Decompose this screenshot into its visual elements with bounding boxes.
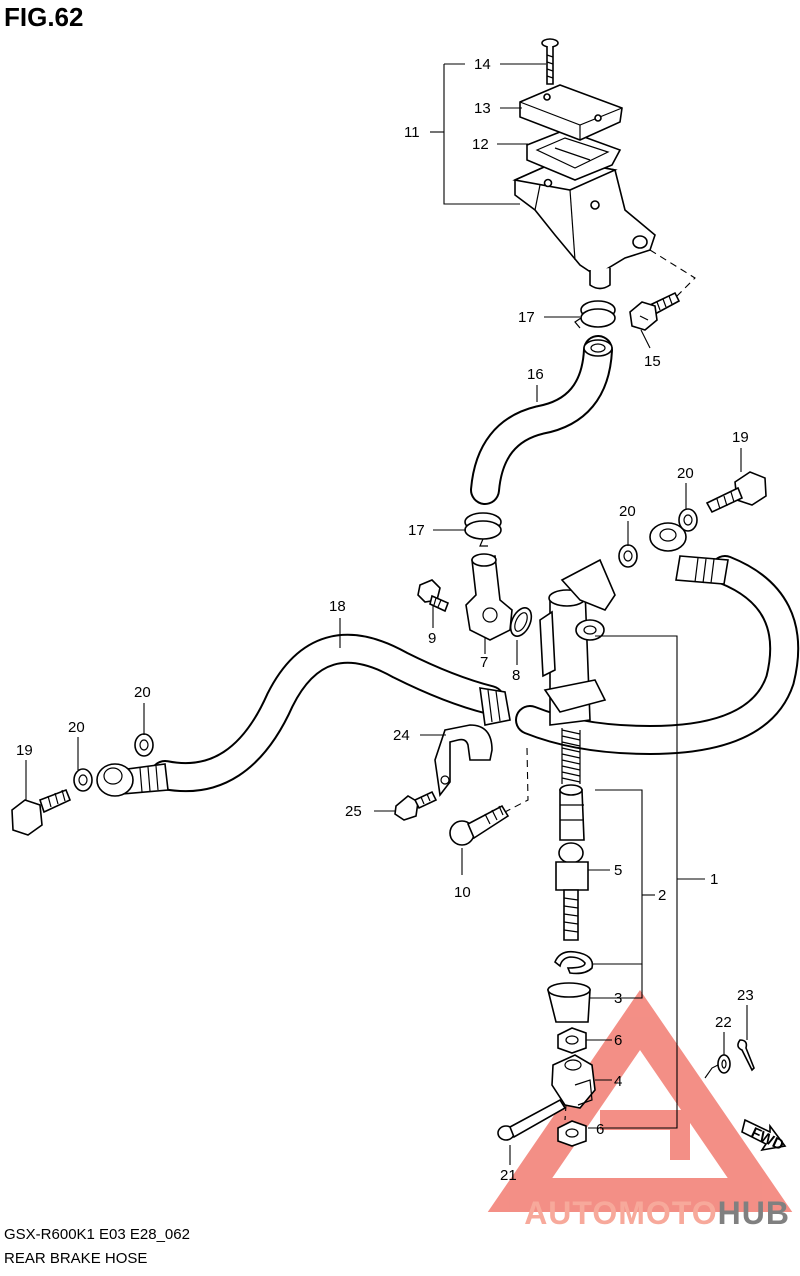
clevis [551,1054,596,1109]
rod-boot [546,982,591,1023]
diagram-caption: REAR BRAKE HOSE [4,1250,148,1267]
lock-nut-upper [557,1027,587,1054]
callout-3: 3 [614,990,622,1007]
circlip [554,950,594,975]
sealing-washer-right-1 [678,508,698,532]
sealing-washer-left-1 [73,768,93,792]
callout-labels: 1 2 3 4 5 6 6 7 8 9 10 11 12 13 14 15 16… [16,56,754,1184]
sealing-washer-right-2 [618,544,638,568]
callout-2: 2 [658,887,666,904]
reservoir-tank [512,159,656,290]
callout-5: 5 [614,862,622,879]
callout-9: 9 [428,630,436,647]
callout-17a: 17 [518,309,535,326]
o-ring [509,607,533,637]
hose-clamp-bracket [434,724,493,797]
cap-screw [541,38,559,85]
washer [717,1054,731,1074]
union-bolt-left [11,788,72,836]
callout-1: 1 [710,871,718,888]
lock-nut-lower [557,1120,587,1147]
union-bolt-right [705,471,767,514]
callout-14: 14 [474,56,491,73]
callout-20c: 20 [68,719,85,736]
callout-17b: 17 [408,522,425,539]
watermark-part1: AUTOMOTO [524,1195,718,1231]
hose-clamp-upper [574,300,616,329]
callout-20a: 20 [677,465,694,482]
clevis-pin [497,1098,567,1141]
reservoir-cap [519,84,623,141]
callout-10: 10 [454,884,471,901]
leader-lines [25,63,748,1165]
callout-18: 18 [329,598,346,615]
callout-7: 7 [480,654,488,671]
brake-hose-left [96,633,511,797]
piston [559,784,585,841]
cotter-pin [737,1039,755,1072]
mounting-bolt [629,291,681,331]
callout-23: 23 [737,987,754,1004]
callout-6a: 6 [614,1032,622,1049]
hose-clamp-lower [464,512,502,547]
callout-21: 21 [500,1167,517,1184]
push-rod [555,842,589,941]
callout-19b: 19 [16,742,33,759]
hose-joint [465,553,513,641]
callout-11: 11 [404,124,420,141]
callout-12: 12 [472,136,489,153]
callout-20b: 20 [619,503,636,520]
sealing-washer-left-2 [134,733,154,757]
spring [561,728,581,784]
callout-19a: 19 [732,429,749,446]
figure-title: FIG.62 [4,2,84,32]
callout-22: 22 [715,1014,732,1031]
model-code: GSX-R600K1 E03 E28_062 [4,1226,190,1243]
joint-screw [417,579,450,613]
callout-24: 24 [393,727,410,744]
bracket-bolt [394,790,438,821]
callout-6b: 6 [596,1121,604,1138]
reservoir-hose [470,335,613,505]
callout-15: 15 [644,353,661,370]
callout-25: 25 [345,803,362,820]
brake-hose-right [515,522,800,755]
master-cylinder [539,558,616,726]
callout-13: 13 [474,100,491,117]
callout-4: 4 [614,1073,622,1090]
watermark-part2: HUB [717,1195,790,1231]
callout-16: 16 [527,366,544,383]
callout-20d: 20 [134,684,151,701]
master-cylinder-bolt [449,804,510,846]
watermark-text: AUTOMOTOHUB [524,1195,790,1232]
callout-8: 8 [512,667,520,684]
